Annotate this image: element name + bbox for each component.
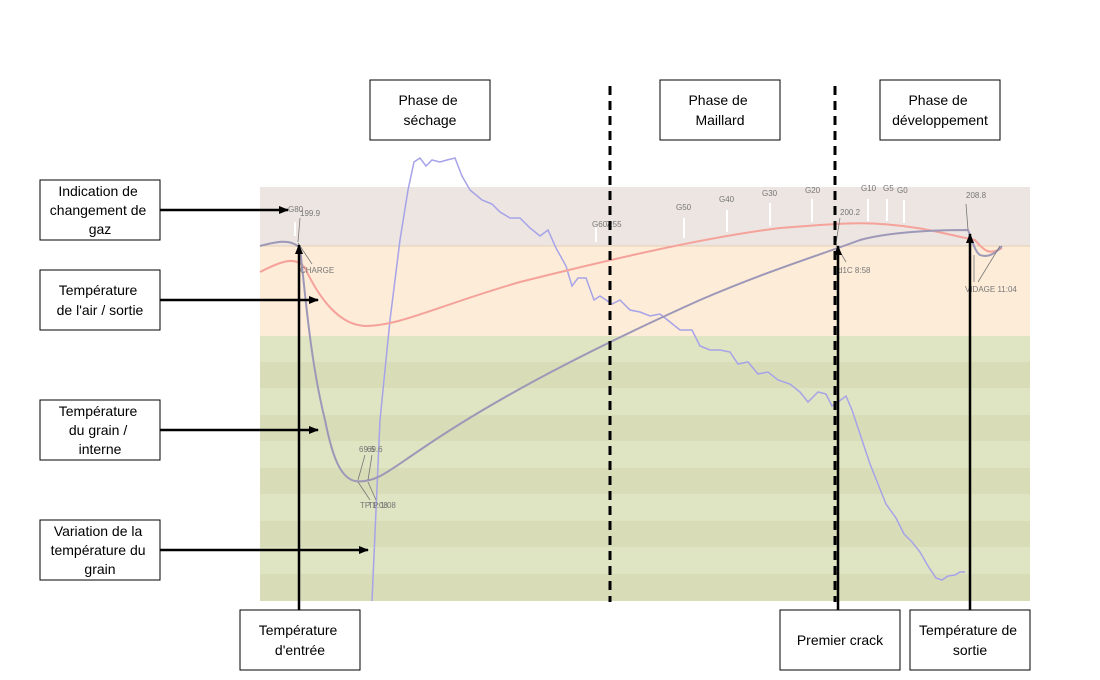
phase-box-developpement [879,79,1001,141]
label-variation-line-2: température du [51,542,146,558]
label-box-sortie [909,609,1031,671]
svg-text:Variation de la températ: Variation de la température du grain [51,523,150,577]
gas-label-g20: G20 [805,186,821,195]
gas-markers [294,199,905,242]
chart-background [260,187,1030,601]
phase-sechage-line-2: séchage [404,112,457,128]
phase-maillard-line-1: Phase de [688,92,747,108]
label-variation-line-1: Variation de la [54,523,143,539]
label-variation-line-3: grain [84,561,115,577]
gas-label-g60-time: 7:55 [606,220,622,229]
label-gaz-line-2: changement de [50,202,147,218]
label-grain-line-3: interne [79,441,122,457]
gas-label-g80: G80 [288,205,304,214]
svg-text:Indication de changement: Indication de changement de gaz [50,183,150,237]
label-gaz-line-1: Indication de [58,183,138,199]
bean-temperature-curve [259,228,1003,483]
zone-middle [260,246,1030,336]
label-box-grain [39,399,161,461]
drop-temperature: 208.8 [966,191,987,200]
phase-box-maillard [659,79,781,141]
zone-lower-stripes [260,362,1030,601]
air-temperature-curve [259,222,1003,328]
label-box-air [39,269,161,331]
turning-point-label: TP 1:08 [360,501,388,510]
svg-text:Température d'entrée: Température d'entrée [259,622,341,658]
label-entree-line-2: d'entrée [275,642,325,658]
label-entree-line-1: Température [259,622,338,638]
left-label-boxes: Indication de changement de gaz Températ… [39,179,161,581]
label-grain-line-2: du grain / [69,422,127,438]
drop-label: VIDAGE 11:04 [965,285,1017,294]
svg-text:Température du grain /: Température du grain / interne [59,403,141,457]
phase-maillard-line-2: Maillard [695,112,744,128]
svg-text:Premier crack: Premier crack [797,632,884,648]
phase-boxes: Phase de séchage Phase de Maillard Phase… [369,79,1001,141]
charge-temperature: 199.9 [300,209,321,218]
gas-label-g5: G5 [883,184,894,193]
rate-of-rise-curve [371,156,965,602]
label-sortie-line-1: Température de [919,622,1017,638]
label-gaz-line-3: gaz [89,221,112,237]
label-sortie-line-2: sortie [953,642,987,658]
turning-point-temperature: 69.6 [359,445,375,454]
label-box-variation [39,519,161,581]
label-air-line-2: de l'air / sortie [57,302,144,318]
gas-label-g40: G40 [719,195,735,204]
phase-developpement-line-1: Phase de [908,92,967,108]
label-box-gaz [39,179,161,241]
svg-text:Température de l'air / s: Température de l'air / sortie [57,282,144,318]
chart-annotations: G80 199.9 CHARGE 69.6 69.6 TP 1:08 TP 1:… [288,184,1017,510]
label-box-entree [239,609,361,671]
label-crack-line-1: Premier crack [797,632,884,648]
turning-point-label-duplicate: TP 1:08 [368,501,396,510]
label-grain-line-1: Température [59,403,138,419]
phase-developpement-line-2: développement [892,112,988,128]
zone-top [260,187,1030,246]
phase-box-sechage [369,79,491,141]
first-crack-temperature: 200.2 [840,208,861,217]
gas-label-g30: G30 [762,189,778,198]
arrows [160,206,974,610]
svg-text:Phase de développement: Phase de développement [892,92,988,128]
gas-label-g50: G50 [676,203,692,212]
bottom-label-boxes: Température d'entrée Premier crack Tempé… [239,609,1031,671]
gas-label-g10: G10 [861,184,877,193]
svg-text:Phase de séchage: Phase de séchage [398,92,461,128]
charge-label: CHARGE [300,266,334,275]
gas-label-g60: G60 [592,220,608,229]
first-crack-label: d1C 8:58 [838,266,871,275]
turning-point-temperature-duplicate: 69.6 [367,445,383,454]
label-air-line-1: Température [59,282,138,298]
gas-label-g0: G0 [897,186,908,195]
phase-sechage-line-1: Phase de [398,92,457,108]
svg-text:Température de sortie: Température de sortie [919,622,1021,658]
label-box-crack [779,609,901,671]
svg-text:Phase de Maillard: Phase de Maillard [688,92,751,128]
